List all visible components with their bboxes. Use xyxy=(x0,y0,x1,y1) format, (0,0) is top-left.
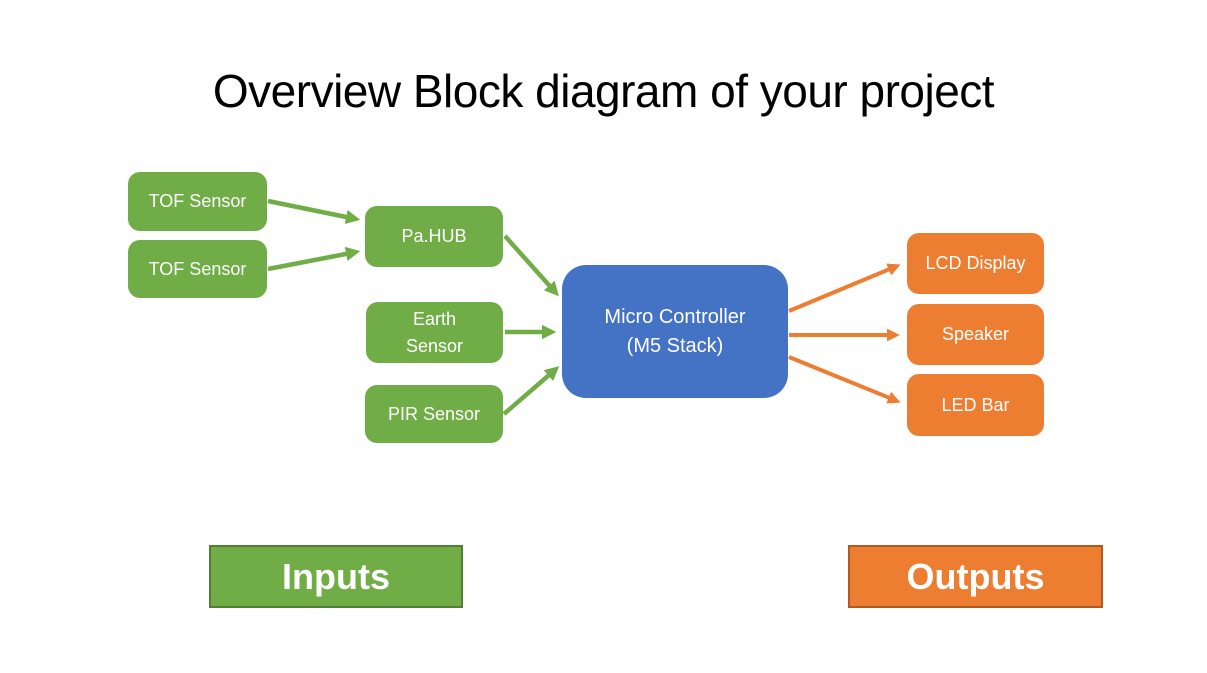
arrow-pir-sensor-to-micro-controller xyxy=(502,366,560,416)
node-earth-sensor: Earth Sensor xyxy=(366,302,503,363)
node-tof-sensor-1-label: TOF Sensor xyxy=(148,191,247,211)
node-led-bar-label: LED Bar xyxy=(941,394,1010,415)
page-title: Overview Block diagram of your project xyxy=(212,65,995,117)
node-tof-sensor-2: TOF Sensor xyxy=(128,240,267,298)
node-earth-sensor-label: Earth Sensor xyxy=(405,308,464,356)
arrow-tof-sensor-1-to-pa-hub xyxy=(267,198,361,225)
arrow-micro-controller-to-lcd-display xyxy=(788,263,901,313)
node-speaker: Speaker xyxy=(907,304,1044,365)
node-tof-sensor-1: TOF Sensor xyxy=(128,172,267,231)
arrow-pa-hub-to-micro-controller xyxy=(503,234,559,297)
arrow-micro-controller-to-led-bar xyxy=(788,355,901,404)
node-micro-controller-label: Micro Controller (M5 Stack) xyxy=(604,305,746,357)
node-lcd-display-label: LCD Display xyxy=(925,253,1026,273)
node-speaker-label: Speaker xyxy=(941,324,1010,344)
node-pir-sensor-label: PIR Sensor xyxy=(387,403,481,424)
node-micro-controller: Micro Controller (M5 Stack) xyxy=(562,265,788,398)
node-pa-hub: Pa.HUB xyxy=(365,206,503,267)
node-pir-sensor: PIR Sensor xyxy=(365,385,503,443)
legend-inputs: Inputs xyxy=(209,545,463,608)
node-pa-hub-label: Pa.HUB xyxy=(401,226,467,246)
node-led-bar: LED Bar xyxy=(907,374,1044,436)
legend-inputs-label: Inputs xyxy=(282,555,390,597)
node-tof-sensor-2-label: TOF Sensor xyxy=(148,258,247,279)
legend-outputs: Outputs xyxy=(848,545,1103,608)
arrow-tof-sensor-2-to-pa-hub xyxy=(267,246,361,272)
node-lcd-display: LCD Display xyxy=(907,233,1044,294)
legend-outputs-label: Outputs xyxy=(906,555,1045,597)
